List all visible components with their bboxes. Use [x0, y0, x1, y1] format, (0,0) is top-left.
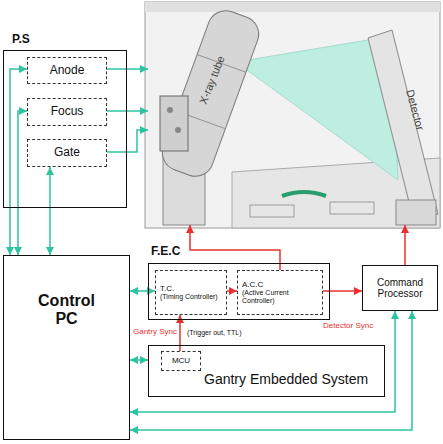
supply-channel: Gate [27, 139, 107, 167]
signal-label: Detector Sync [321, 322, 375, 331]
control-link [130, 359, 148, 361]
signal-label: Gantry Sync [131, 328, 179, 337]
detector-arm [368, 30, 438, 222]
mcu-box: MCU [161, 351, 201, 371]
control-link [130, 311, 395, 412]
node-text: Anode [50, 64, 85, 78]
control-link [18, 111, 27, 255]
node-text: MCU [172, 356, 190, 365]
current-controller: A.C.C(Active Current Controller) [237, 270, 323, 315]
fec-box: F.E.CT.C.(Timing Controller)A.C.C(Active… [148, 263, 330, 320]
node-text: Control PC [27, 292, 107, 329]
control-link [130, 290, 155, 292]
control-link [49, 167, 51, 255]
node-text: Command Processor [367, 277, 433, 300]
control-link [107, 110, 148, 112]
sync-signal [227, 290, 237, 292]
node-text: F.E.C [151, 245, 180, 259]
control-link [130, 311, 412, 430]
control-link [10, 69, 27, 255]
detector-part: Detector [372, 14, 438, 225]
node-text: A.C.C [242, 280, 263, 289]
gantry-system-box: Gantry Embedded System MCU [148, 345, 385, 397]
tube-knob [167, 107, 173, 113]
node-text: Gate [54, 146, 80, 160]
node-subtext: (Timing Controller) [160, 293, 218, 301]
sync-signal [323, 290, 362, 292]
detector-base [396, 200, 436, 225]
supply-channel: Focus [27, 98, 107, 126]
ceiling-rail [145, 2, 440, 12]
node-text: Focus [51, 105, 84, 119]
node-text: Gantry Embedded System [204, 371, 368, 387]
node-text: Detector [404, 88, 427, 131]
rotation-arrow [282, 192, 326, 196]
power-supply-box: P.SAnodeFocusGate [3, 50, 127, 208]
sync-signal [404, 225, 406, 265]
control-pc-box: Control PC [3, 255, 130, 440]
node-text: P.S [12, 33, 30, 47]
supply-channel: Anode [27, 57, 107, 84]
command-processor-box: Command Processor [362, 265, 438, 311]
tube-body [157, 6, 263, 182]
timing-controller: T.C.(Timing Controller) [155, 270, 227, 315]
control-link [107, 68, 148, 70]
control-link [107, 130, 148, 152]
room-frame [145, 2, 440, 228]
tube-knob [175, 127, 181, 133]
table-slot [330, 202, 374, 214]
signal-note: (Trigger out, TTL) [185, 329, 243, 337]
node-text: X-ray tube [197, 54, 228, 106]
xray-tube-part: X-ray tube [148, 14, 233, 225]
table-slot [250, 205, 294, 217]
tube-face [160, 96, 188, 151]
node-text: T.C. [160, 284, 174, 293]
node-subtext: (Active Current Controller) [242, 289, 318, 305]
